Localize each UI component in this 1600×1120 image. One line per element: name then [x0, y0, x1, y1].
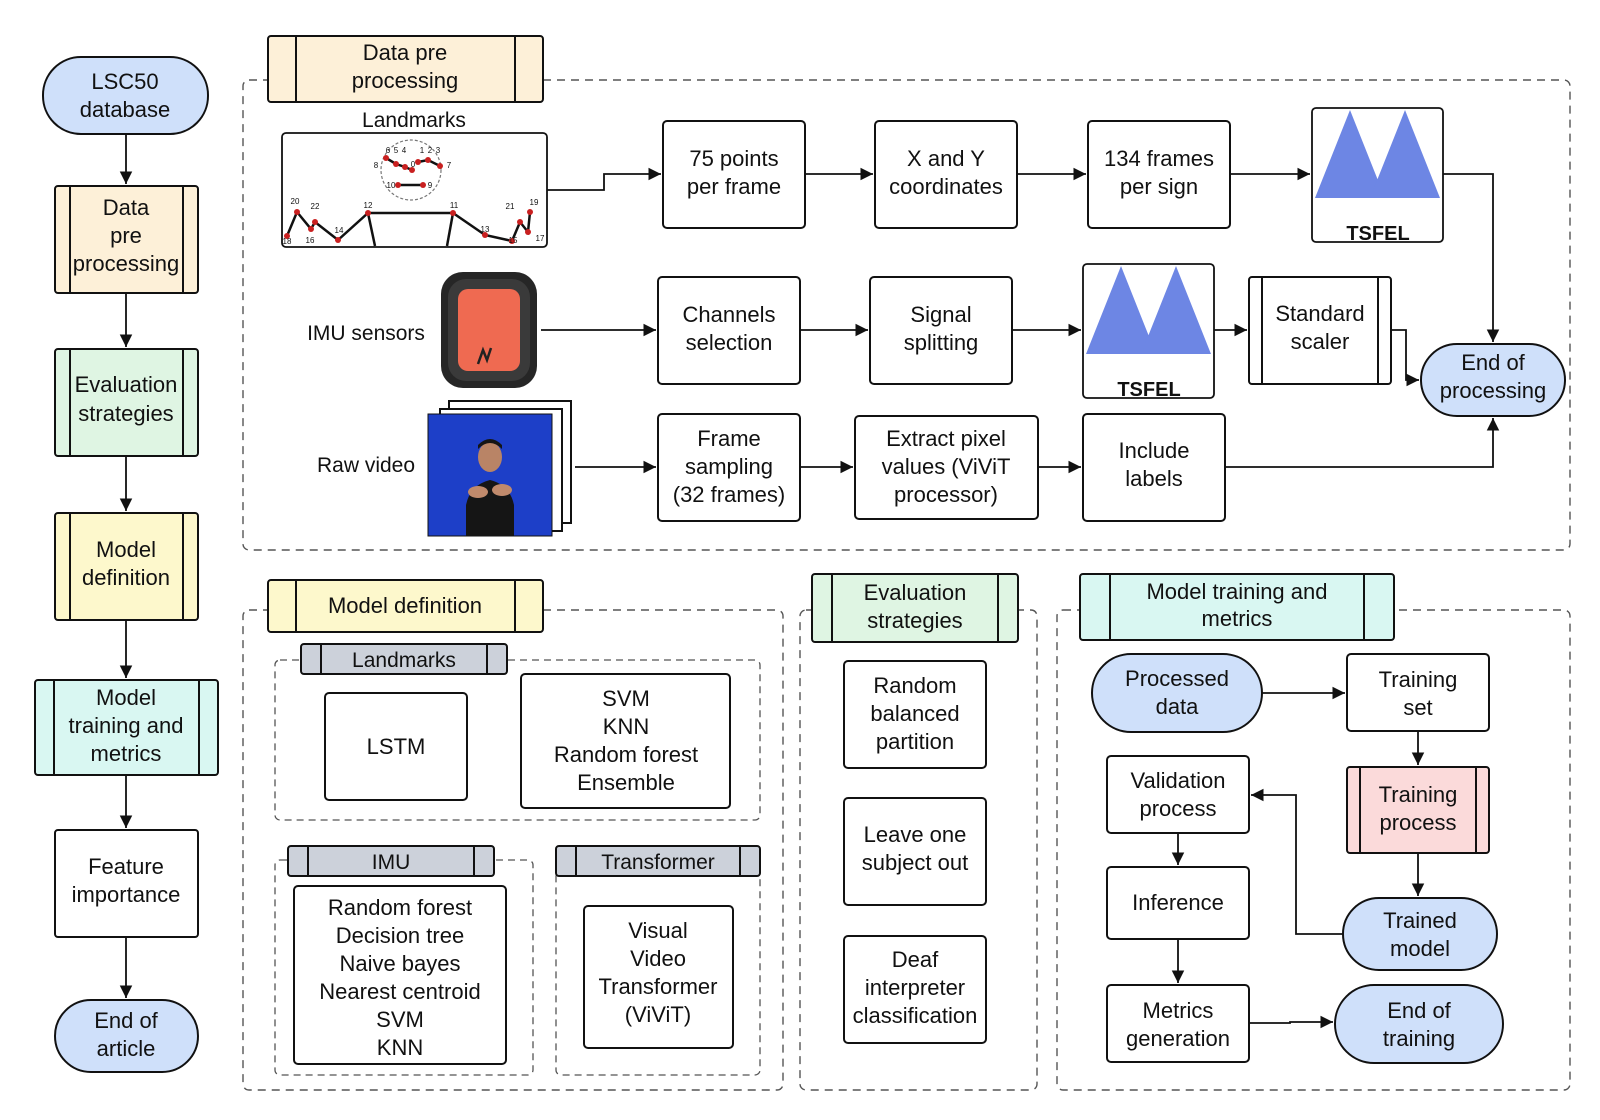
- svg-text:4: 4: [402, 146, 407, 155]
- model-definition-header-label: Model definition: [328, 593, 482, 618]
- landmarks-model-header: [300, 643, 508, 675]
- video-source-label: Raw video: [317, 454, 415, 477]
- landmarks-model-header-label: Landmarks: [352, 649, 456, 672]
- preprocessing-header: [267, 35, 544, 103]
- landmarks-subgroup: [274, 659, 761, 821]
- svg-text:17: 17: [536, 234, 545, 243]
- svg-text:9: 9: [428, 181, 433, 190]
- end-of-processing-terminal: [1420, 343, 1566, 417]
- svg-text:11: 11: [450, 201, 459, 210]
- landmarks-skeleton-image: 6 5 4 1 2 3 8 0 7 10 9 20 22 12 11 21 19…: [281, 132, 548, 248]
- svg-text:1: 1: [420, 146, 425, 155]
- svg-text:13: 13: [481, 225, 490, 234]
- svg-text:8: 8: [374, 161, 379, 170]
- svg-text:3: 3: [436, 146, 441, 155]
- evaluation-header: [811, 573, 1019, 643]
- svg-text:14: 14: [335, 226, 344, 235]
- landmarks-step-boxes: [662, 120, 1231, 229]
- imu-sensor-image: [441, 272, 537, 388]
- svg-text:22: 22: [311, 202, 320, 211]
- svg-text:16: 16: [306, 236, 315, 245]
- svg-text:10: 10: [387, 181, 396, 190]
- transformer-model-header-label: Transformer: [601, 851, 715, 874]
- svg-text:18: 18: [283, 237, 292, 246]
- landmarks-source-label: Landmarks: [362, 109, 466, 132]
- svg-text:15: 15: [509, 236, 518, 245]
- svg-text:12: 12: [364, 201, 373, 210]
- training-group: [1056, 609, 1571, 1091]
- imu-model-header-label: IMU: [372, 851, 411, 874]
- inference-label: Inference: [1132, 890, 1224, 915]
- lstm-box: [324, 692, 468, 801]
- imu-source-label: IMU sensors: [307, 322, 425, 345]
- transformer-models-box: [583, 905, 734, 1049]
- svg-text:2: 2: [428, 146, 433, 155]
- tsfel-logo-top: TSFEL: [1311, 107, 1444, 245]
- model-definition-group: [242, 609, 784, 1091]
- svg-text:5: 5: [394, 146, 399, 155]
- svg-text:19: 19: [530, 198, 539, 207]
- model-definition-header: [267, 579, 544, 633]
- end-of-article-terminal: [54, 999, 199, 1073]
- svg-text:7: 7: [447, 161, 452, 170]
- training-arrows: [1171, 686, 1425, 1029]
- preprocessing-arrows: [541, 167, 1500, 474]
- imu-step-boxes: [657, 276, 1013, 385]
- svg-text:TSFEL: TSFEL: [1346, 223, 1409, 245]
- end-of-training-terminal: [1334, 984, 1504, 1064]
- evaluation-boxes: [843, 660, 987, 1044]
- raw-video-image: [427, 400, 572, 537]
- tsfel-logo-middle: TSFEL: [1082, 263, 1215, 401]
- imu-model-header: [287, 845, 495, 877]
- svg-text:TSFEL: TSFEL: [1117, 379, 1180, 401]
- training-header: [1079, 573, 1395, 641]
- video-step-boxes: [657, 413, 1226, 522]
- svg-text:20: 20: [291, 197, 300, 206]
- svg-text:21: 21: [506, 202, 515, 211]
- svg-text:0: 0: [411, 160, 416, 169]
- svg-text:6: 6: [386, 146, 391, 155]
- landmark-models-box: [520, 673, 731, 809]
- imu-models-box: [293, 885, 507, 1065]
- transformer-model-header: [555, 845, 761, 877]
- lstm-label: LSTM: [367, 734, 426, 759]
